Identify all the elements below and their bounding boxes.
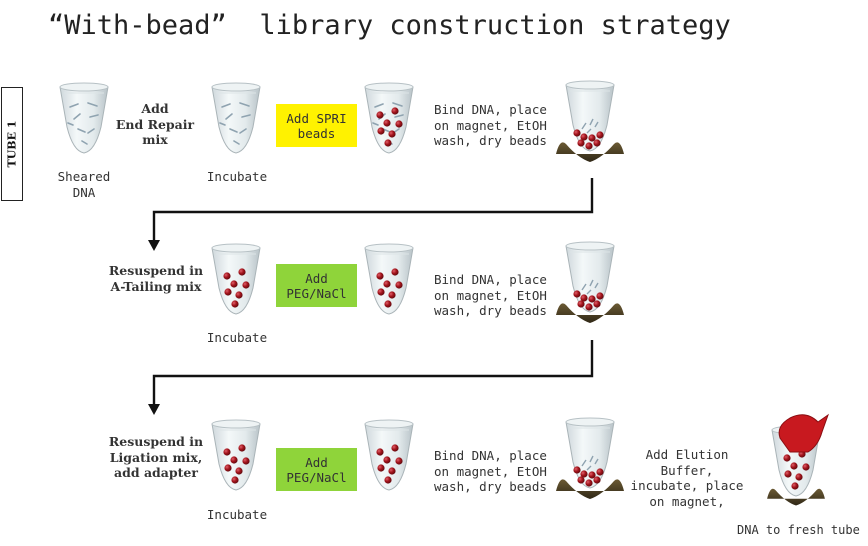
row3-bind-label: Bind DNA, place on magnet, EtOH wash, dr… xyxy=(434,448,547,494)
row1-tube-sheared-dna xyxy=(59,82,109,154)
row2-tube-peg xyxy=(364,243,414,315)
row3-tube-ligation xyxy=(211,419,261,491)
arrowhead-row3 xyxy=(148,404,160,415)
row2-bind-label: Bind DNA, place on magnet, EtOH wash, dr… xyxy=(434,272,547,318)
diagram-title: “With-bead” library construction strateg… xyxy=(48,10,731,41)
row1-incubate-label: Incubate xyxy=(206,169,268,184)
arrowhead-row2 xyxy=(148,240,160,251)
row3-magnet-tube xyxy=(565,417,615,489)
add-peg-nacl-box-row3: Add PEG/NaCl xyxy=(276,448,357,491)
dna-to-fresh-tube-label: DNA to fresh tube xyxy=(737,523,860,537)
resuspend-ligation-label: Resuspend in Ligation mix, add adapter xyxy=(108,434,204,480)
row2-incubate-label: Incubate xyxy=(206,330,268,345)
row1-tube-spri xyxy=(364,82,414,154)
row3-incubate-label: Incubate xyxy=(206,507,268,522)
resuspend-a-tailing-label: Resuspend in A-Tailing mix xyxy=(108,263,204,294)
add-end-repair-label: Add End Repair mix xyxy=(115,101,195,147)
pipette-cap xyxy=(778,413,829,453)
row2-magnet-tube xyxy=(565,241,615,313)
row3-tube-peg xyxy=(364,419,414,491)
add-peg-nacl-box-row2: Add PEG/NaCl xyxy=(276,264,357,307)
tube-label: TUBE 1 xyxy=(1,87,23,201)
elution-label: Add Elution Buffer, incubate, place on m… xyxy=(630,447,744,509)
row1-bind-label: Bind DNA, place on magnet, EtOH wash, dr… xyxy=(434,102,547,148)
row2-tube-a-tailing xyxy=(211,243,261,315)
arrow-row1-to-row2 xyxy=(152,178,594,243)
row1-tube-end-repair xyxy=(211,82,261,154)
arrow-row2-to-row3 xyxy=(152,340,594,407)
row1-magnet-tube xyxy=(565,80,615,152)
add-spri-beads-box: Add SPRI beads xyxy=(276,104,357,147)
sheared-dna-label: Sheared DNA xyxy=(57,169,111,200)
